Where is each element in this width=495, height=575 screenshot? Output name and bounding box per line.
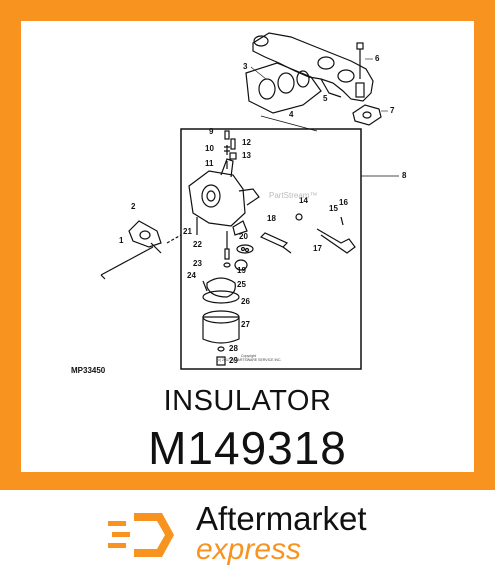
- svg-text:14: 14: [299, 196, 308, 205]
- svg-text:8: 8: [402, 171, 407, 180]
- part-name: INSULATOR: [163, 385, 332, 417]
- callout-labels: 3 4 5 6 7 8 9 10 11 12 13 14 15 16 17 18…: [119, 54, 407, 365]
- svg-text:5: 5: [323, 94, 328, 103]
- brand-name-line2: express: [196, 533, 302, 566]
- svg-text:22: 22: [193, 240, 202, 249]
- svg-text:7: 7: [390, 106, 395, 115]
- svg-text:Copyright: Copyright: [241, 354, 256, 358]
- svg-text:19: 19: [237, 266, 246, 275]
- svg-text:4: 4: [289, 110, 294, 119]
- svg-text:3: 3: [243, 62, 248, 71]
- exhaust-gasket: [245, 62, 322, 114]
- brand-name-line1: Aftermarket: [196, 500, 367, 537]
- carburetor-body: [188, 158, 260, 235]
- diagram-code: MP33450: [71, 366, 106, 375]
- svg-text:1: 1: [119, 236, 124, 245]
- svg-text:13: 13: [242, 151, 251, 160]
- svg-text:17: 17: [313, 244, 322, 253]
- svg-text:6: 6: [375, 54, 380, 63]
- speed-box-logo-icon: [108, 513, 174, 557]
- carburetor-small-parts: [224, 130, 237, 169]
- float-bowl-parts: [202, 220, 248, 366]
- svg-text:24: 24: [187, 271, 196, 280]
- throttle-parts: [236, 213, 356, 254]
- svg-text:(c) 2017 by PARTSWARE SERVICE: (c) 2017 by PARTSWARE SERVICE INC.: [217, 358, 281, 362]
- parts-diagram: 3 4 5 6 7 8 9 10 11 12 13 14 15 16 17 18…: [100, 32, 407, 370]
- svg-text:12: 12: [242, 138, 251, 147]
- svg-text:10: 10: [205, 144, 214, 153]
- product-card: 3 4 5 6 7 8 9 10 11 12 13 14 15 16 17 18…: [21, 21, 474, 474]
- svg-text:28: 28: [229, 344, 238, 353]
- svg-text:15: 15: [329, 204, 338, 213]
- svg-text:20: 20: [239, 232, 248, 241]
- watermark-text: PartStream™: [269, 191, 317, 200]
- exhaust-manifold: [252, 32, 374, 102]
- svg-text:23: 23: [193, 259, 202, 268]
- svg-text:26: 26: [241, 297, 250, 306]
- svg-text:27: 27: [241, 320, 250, 329]
- footer: [0, 490, 495, 575]
- svg-text:18: 18: [267, 214, 276, 223]
- svg-text:16: 16: [339, 198, 348, 207]
- svg-text:25: 25: [237, 280, 246, 289]
- svg-text:29: 29: [229, 356, 238, 365]
- carburetor-group-box: [180, 128, 362, 370]
- part-number: M149318: [148, 422, 347, 474]
- svg-text:21: 21: [183, 227, 192, 236]
- svg-text:11: 11: [205, 159, 214, 168]
- flange-gasket-7: [352, 104, 382, 126]
- intake-parts: [100, 220, 182, 280]
- bolt-6: [356, 42, 364, 79]
- svg-text:2: 2: [131, 202, 136, 211]
- svg-text:9: 9: [209, 127, 214, 136]
